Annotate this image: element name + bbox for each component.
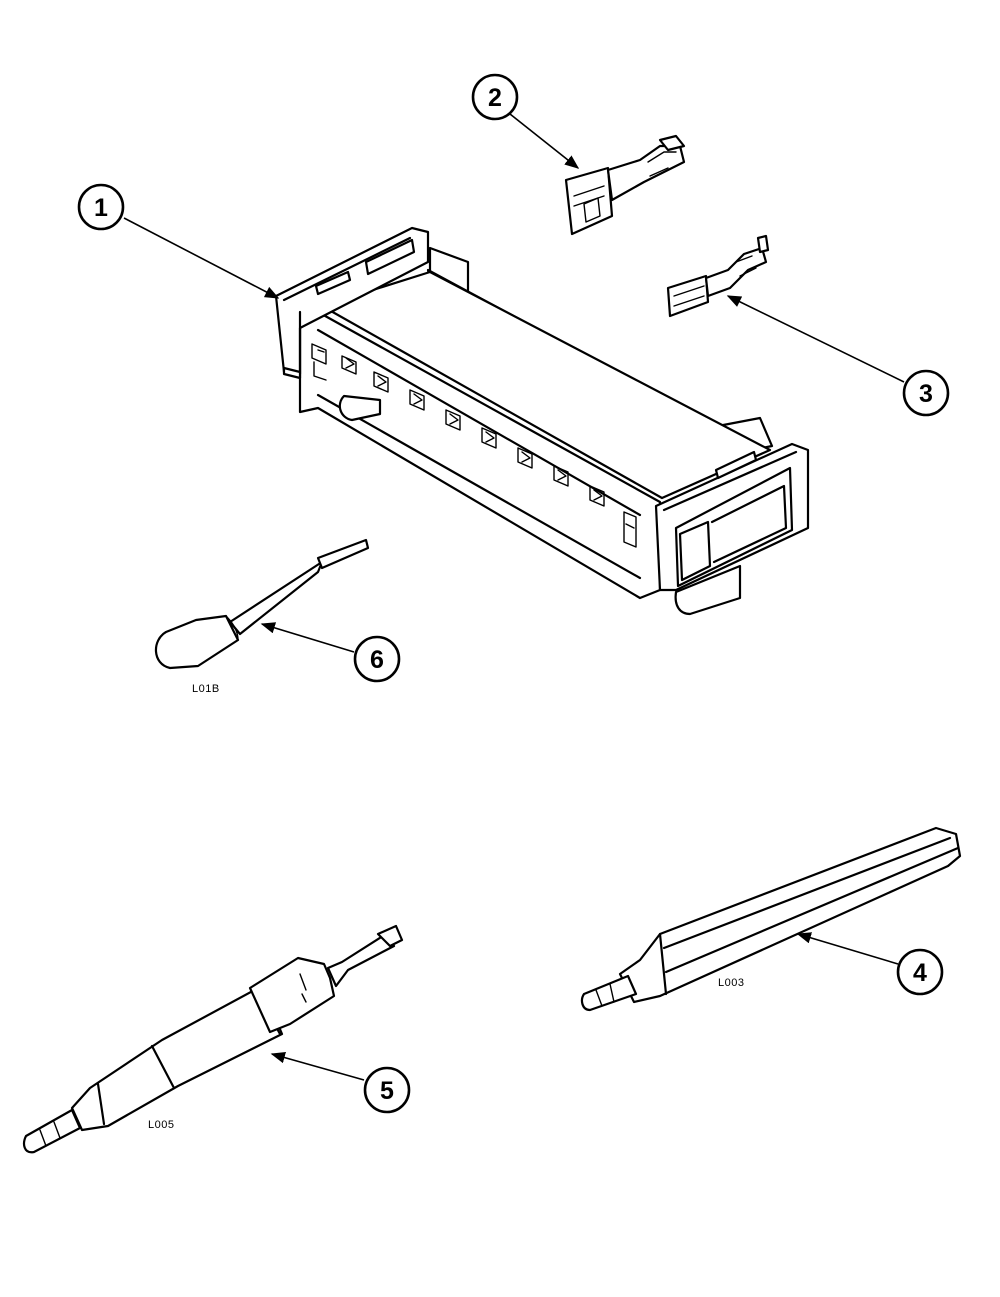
callout-2: 2	[471, 73, 519, 121]
code-label-l01b: L01B	[192, 683, 220, 695]
callout-1: 1	[77, 183, 125, 231]
pin-cavities	[311, 343, 637, 548]
svg-text:3: 3	[919, 380, 933, 408]
callout-6: 6	[353, 635, 401, 683]
callout-5: 5	[363, 1066, 411, 1114]
callout-4: 4	[896, 948, 944, 996]
svg-text:6: 6	[370, 646, 384, 674]
callout-3: 3	[902, 369, 950, 417]
leader-lines	[123, 113, 905, 1081]
svg-text:4: 4	[913, 959, 927, 987]
terminal-large	[564, 134, 686, 236]
svg-text:5: 5	[380, 1077, 394, 1105]
svg-text:1: 1	[94, 194, 108, 222]
tool-l01b	[154, 538, 370, 670]
tool-l003	[580, 826, 962, 1012]
tool-l005	[23, 924, 404, 1154]
terminal-small	[666, 234, 770, 318]
svg-text:2: 2	[488, 84, 502, 112]
code-label-l005: L005	[148, 1119, 174, 1131]
connector-housing	[274, 226, 810, 616]
code-label-l003: L003	[718, 977, 744, 989]
